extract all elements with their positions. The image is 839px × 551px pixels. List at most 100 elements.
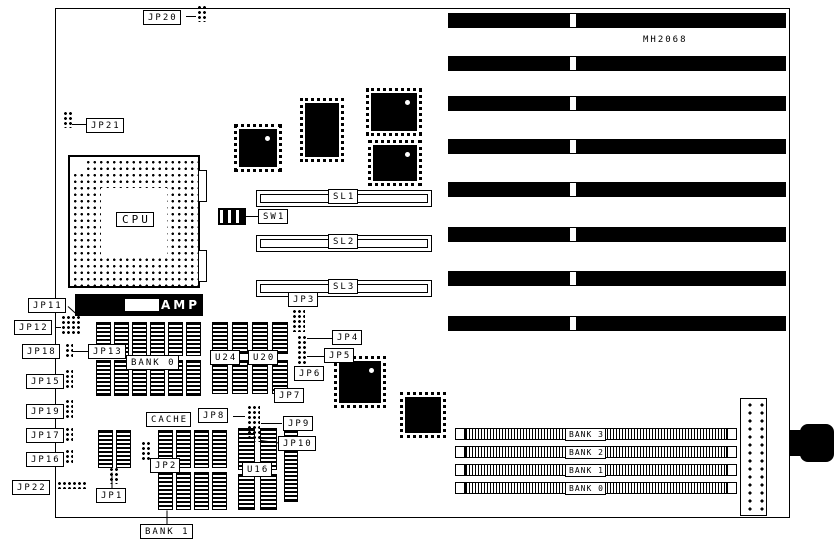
label-jp8: JP8: [198, 408, 229, 423]
leader-line: [307, 338, 332, 339]
label-simm-bank3: BANK 3: [565, 428, 606, 441]
label-jp17: JP17: [26, 428, 64, 443]
jumper-jp19-pins: [64, 398, 73, 420]
simm-clip: [727, 428, 737, 440]
simm-clip: [455, 428, 465, 440]
jumper-jp1-pins: [108, 466, 118, 484]
label-jp3: JP3: [288, 292, 319, 307]
label-jp19: JP19: [26, 404, 64, 419]
label-simm-bank1: BANK 1: [565, 464, 606, 477]
sram-chip: [212, 360, 228, 394]
label-cache-bank1: BANK 1: [140, 524, 193, 539]
label-jp1: JP1: [96, 488, 127, 503]
sram-chip: [212, 472, 227, 510]
keyboard-connector-plate: [790, 430, 802, 456]
label-jp4: JP4: [332, 330, 363, 345]
sram-chip: [186, 360, 201, 396]
jumper-jp18-jp13-pins: [64, 342, 73, 357]
label-jp6: JP6: [294, 366, 325, 381]
leader-line: [261, 423, 282, 424]
label-jp2: JP2: [150, 458, 181, 473]
leader-line: [233, 416, 245, 417]
label-simm-bank2: BANK 2: [565, 446, 606, 459]
label-u20: U20: [248, 350, 279, 365]
jumper-jp17-pins: [64, 426, 73, 442]
cpu-label: CPU: [116, 212, 154, 227]
socket-tab: [198, 170, 207, 202]
sram-chip: [114, 360, 129, 396]
keyboard-connector: [800, 424, 834, 462]
label-simm-bank0: BANK 0: [565, 482, 606, 495]
qfp-chip-3: [366, 88, 422, 136]
socket-tab: [198, 250, 207, 282]
isa-slot-1: [448, 13, 786, 28]
label-jp12: JP12: [14, 320, 52, 335]
label-cache-bank0: BANK 0: [126, 355, 179, 370]
isa-slot-7: [448, 271, 786, 286]
jumper-jp8-jp10-pins: [246, 404, 260, 442]
part-number-text: MH2068: [643, 35, 688, 45]
amp-label: AMP: [161, 298, 201, 312]
label-sl2: SL2: [328, 234, 359, 249]
label-sl3: SL3: [328, 279, 359, 294]
label-cache: CACHE: [146, 412, 192, 427]
label-jp16: JP16: [26, 452, 64, 467]
leader-line: [72, 124, 86, 125]
sram-chip: [272, 322, 288, 354]
label-jp5: JP5: [324, 348, 355, 363]
jumper-jp3-pins: [291, 308, 305, 332]
cpu-socket: [68, 155, 200, 288]
isa-slot-5: [448, 182, 786, 197]
sram-chip: [212, 430, 227, 468]
label-sl1: SL1: [328, 189, 359, 204]
label-jp7: JP7: [274, 388, 305, 403]
power-connector: [740, 398, 767, 516]
dip-switch-sw1: [218, 208, 246, 225]
isa-slot-4: [448, 139, 786, 154]
simm-clip: [455, 464, 465, 476]
jumper-jp22-pins: [56, 480, 86, 489]
leader-line: [73, 351, 88, 352]
simm-clip: [727, 446, 737, 458]
isa-slot-2: [448, 56, 786, 71]
sram-chip: [194, 430, 209, 468]
jumper-jp4-jp6-pins: [296, 334, 306, 376]
qfp-chip-2: [300, 98, 344, 162]
qfp-chip-4: [368, 140, 422, 186]
leader-line: [56, 327, 61, 328]
label-jp9: JP9: [283, 416, 314, 431]
isa-slot-6: [448, 227, 786, 242]
sram-chip: [116, 430, 131, 468]
amp-connector: AMP: [75, 294, 203, 316]
simm-clip: [727, 464, 737, 476]
jumper-jp2-pins: [140, 440, 150, 460]
qfp-chip-5: [334, 356, 386, 408]
simm-clip: [455, 446, 465, 458]
leader-line: [246, 216, 258, 217]
isa-slot-3: [448, 96, 786, 111]
sram-chip: [238, 474, 255, 510]
qfp-chip-1: [234, 124, 282, 172]
label-jp10: JP10: [278, 436, 316, 451]
sram-chip: [194, 472, 209, 510]
sram-chip: [168, 322, 183, 356]
sram-chip: [158, 472, 173, 510]
sram-chip: [176, 472, 191, 510]
label-jp13: JP13: [88, 344, 126, 359]
sram-chip: [150, 322, 165, 356]
label-jp15: JP15: [26, 374, 64, 389]
label-jp20: JP20: [143, 10, 181, 25]
qfp-chip-6: [400, 392, 446, 438]
leader-line: [307, 356, 324, 357]
label-u24: U24: [210, 350, 241, 365]
jumper-jp16-pins: [64, 448, 73, 464]
sram-chip: [260, 474, 277, 510]
leader-line: [166, 510, 168, 525]
sram-chip: [96, 360, 111, 396]
label-sw1: SW1: [258, 209, 289, 224]
jumper-jp20-pins: [196, 4, 208, 22]
leader-line: [111, 472, 113, 489]
label-jp11: JP11: [28, 298, 66, 313]
label-jp22: JP22: [12, 480, 50, 495]
sram-chip: [232, 360, 248, 394]
